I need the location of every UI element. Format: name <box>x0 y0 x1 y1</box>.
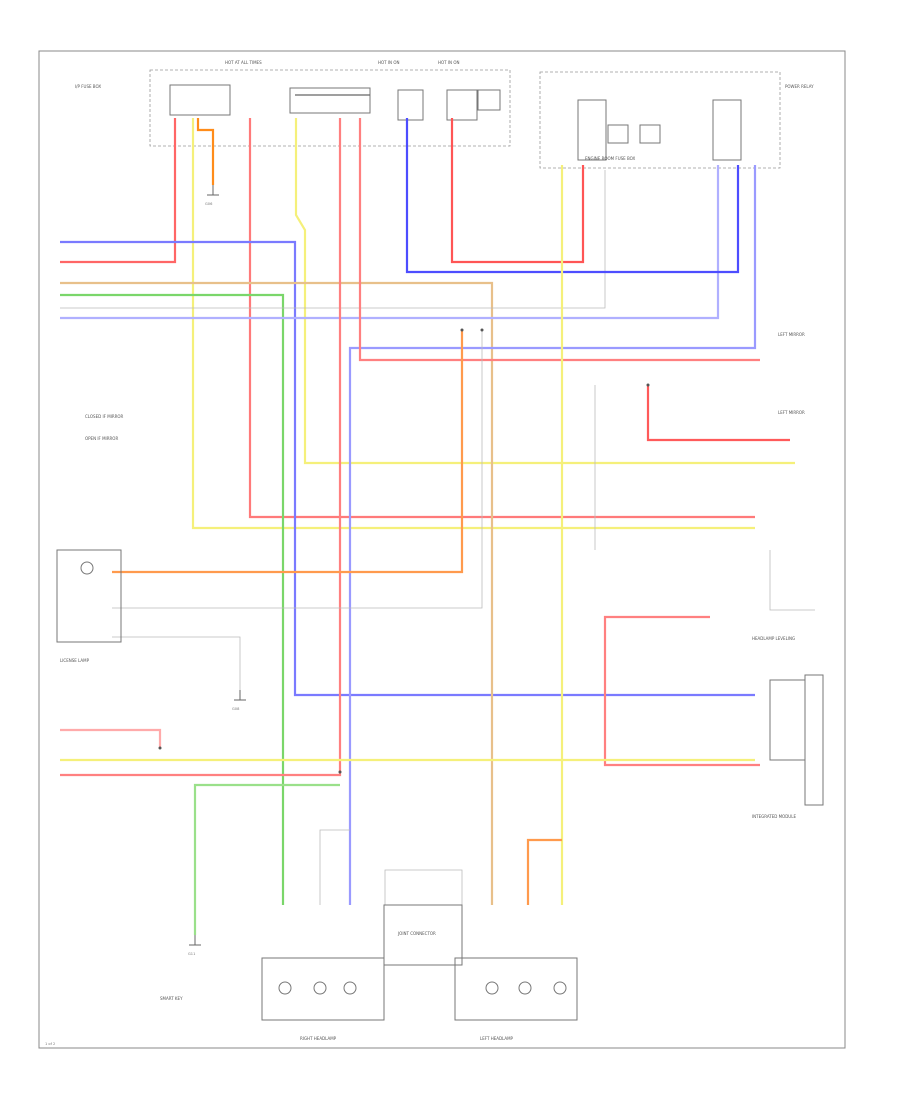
left-headlamp: LEFT HEADLAMP <box>454 957 578 1041</box>
hot-at-all-times-label: HOT AT ALL TIMES <box>225 60 262 65</box>
left-mirror-label-1: LEFT MIRROR <box>778 332 805 337</box>
joint-connector-label: JOINT CONNECTOR <box>397 931 436 936</box>
ground-label-3: G11 <box>188 952 195 956</box>
ground-label-1: G06 <box>205 202 213 206</box>
fuse-box-left-label: I/P FUSE BOX <box>75 84 101 89</box>
hot-in-on-label-2: HOT IN ON <box>438 60 459 65</box>
legend-line-1: CLOSED IF MIRROR <box>85 414 124 419</box>
headlamp-leveling-label: HEADLAMP LEVELING <box>752 636 795 641</box>
power-relay-label: POWER RELAY <box>785 84 814 89</box>
legend-line-2: OPEN IF MIRROR <box>85 436 118 441</box>
diagram-frame <box>38 50 846 1049</box>
page-number: 1 of 2 <box>45 1042 55 1046</box>
connector-dots <box>158 328 650 774</box>
license-lamp: LICENSE LAMP <box>56 549 122 663</box>
left-headlamp-label: LEFT HEADLAMP <box>480 1036 514 1041</box>
hot-in-on-label-1: HOT IN ON <box>378 60 399 65</box>
ground-label-2: G08 <box>232 707 240 711</box>
joint-connector: JOINT CONNECTOR <box>383 904 463 966</box>
headlamp-leveling-actuator: HEADLAMP LEVELING INTEGRATED MODULE <box>752 636 824 819</box>
left-mirror-label-2: LEFT MIRROR <box>778 410 805 415</box>
wires <box>60 118 815 935</box>
right-headlamp: RIGHT HEADLAMP <box>261 957 385 1041</box>
intelligent-module-label: INTEGRATED MODULE <box>752 814 796 819</box>
ground-symbols: G06 G08 G11 <box>188 185 246 956</box>
fuse-box: I/P FUSE BOX HOT AT ALL TIMES HOT IN ON … <box>75 60 511 147</box>
license-lamp-label: LICENSE LAMP <box>60 658 90 663</box>
engine-room-fuse-box: POWER RELAY ENGINE ROOM FUSE BOX <box>539 71 814 169</box>
right-headlamp-label: RIGHT HEADLAMP <box>300 1036 337 1041</box>
smart-key-label: SMART KEY <box>160 996 183 1001</box>
left-mirror-labels: LEFT MIRROR LEFT MIRROR <box>778 332 805 415</box>
legend: CLOSED IF MIRROR OPEN IF MIRROR <box>85 414 124 441</box>
engine-room-fuse-box-label: ENGINE ROOM FUSE BOX <box>585 156 636 161</box>
